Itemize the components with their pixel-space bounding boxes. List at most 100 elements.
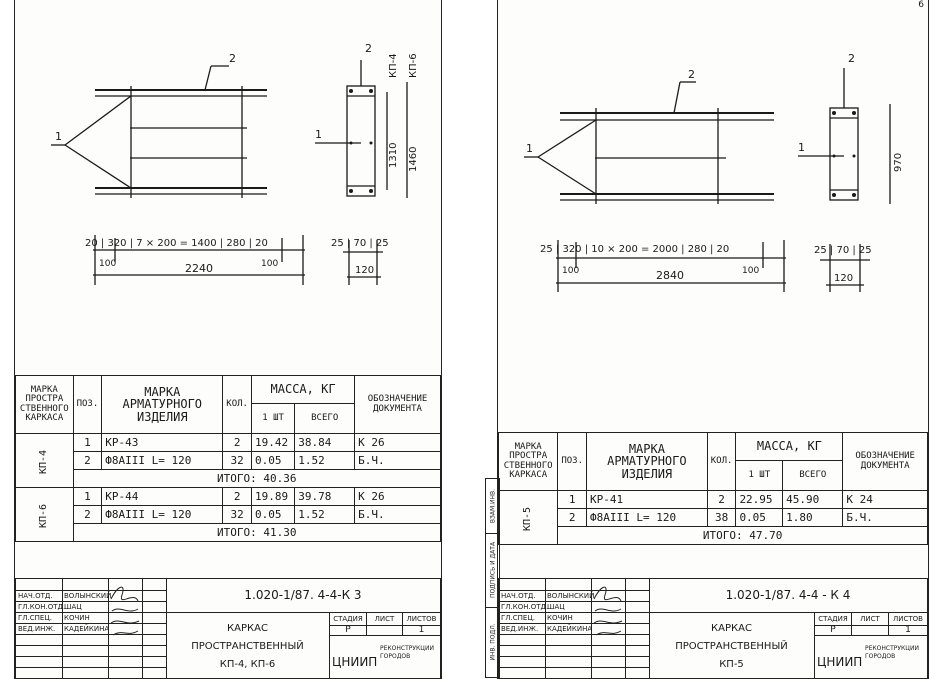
sheet-header: ЛИСТ bbox=[374, 615, 395, 623]
title-line-1: КАРКАС bbox=[227, 623, 268, 634]
title-block-left: НАЧ.ОТД. ВОЛЫНСКИЙ ГЛ.КОН.ОТД. ШАЦ ГЛ.СП… bbox=[15, 578, 441, 679]
dimension-total-label: 2240 bbox=[185, 262, 213, 275]
cell-item: Ф8АIII L= 120 bbox=[101, 451, 224, 470]
cell-document: К 24 bbox=[842, 490, 928, 509]
organization-name: ЦНИИП bbox=[817, 655, 863, 669]
signature-name: ШАЦ bbox=[64, 603, 82, 611]
header-document: ОБОЗНАЧЕНИЕ ДОКУМЕНТА bbox=[842, 432, 928, 491]
sheets-header: ЛИСТОВ bbox=[893, 615, 923, 623]
cell-quantity: 2 bbox=[222, 433, 252, 452]
group-name-cell: КП-4 bbox=[15, 433, 74, 488]
title-block-right: НАЧ.ОТД. ВОЛЫНСКИЙ ГЛ.КОН.ОТД. ШАЦ ГЛ.СП… bbox=[498, 578, 928, 679]
cell-mass-piece: 22.95 bbox=[735, 490, 784, 509]
signature-name: ВОЛЫНСКИЙ bbox=[547, 592, 595, 600]
signature-name: КАДЕЙКИНА bbox=[547, 625, 593, 633]
side-callout-2: 2 bbox=[848, 52, 855, 65]
group-total: ИТОГО: 40.36 bbox=[72, 469, 442, 488]
callout-2-label: 2 bbox=[688, 68, 695, 81]
cell-position: 2 bbox=[72, 451, 103, 470]
signature-name: КОЧИН bbox=[547, 614, 573, 622]
dimension-top-label: 25 | 320 | 10 × 200 = 2000 | 280 | 20 bbox=[540, 244, 729, 255]
dimension-100-left: 100 bbox=[99, 259, 116, 269]
cell-item: Ф8АIII L= 120 bbox=[101, 505, 224, 524]
group-name: КП-4 bbox=[38, 449, 50, 474]
header-frame-mark: МАРКА ПРОСТРА СТВЕННОГО КАРКАСА bbox=[497, 432, 559, 491]
stage-value: Р bbox=[830, 625, 836, 635]
stamp-field: ВЗАМ.ИНВ. bbox=[489, 488, 496, 524]
signature-role: НАЧ.ОТД. bbox=[501, 592, 536, 600]
signature-name: ШАЦ bbox=[547, 603, 565, 611]
cell-document: К 26 bbox=[354, 487, 441, 506]
cell-item: Ф8АIII L= 120 bbox=[586, 508, 708, 527]
sheets-header: ЛИСТОВ bbox=[406, 615, 437, 623]
document-code: 1.020-1/87. 4-4 - К 4 bbox=[725, 588, 851, 602]
side-dim-outer: 970 bbox=[893, 153, 904, 172]
frame-elevation-drawing-right: 2 1 25 | 320 | 10 × 200 = 2000 | 280 | 2… bbox=[524, 52, 904, 292]
callout-1-label: 1 bbox=[526, 142, 533, 155]
group-name: КП-5 bbox=[522, 506, 534, 531]
signature-role: ГЛ.КОН.ОТД. bbox=[501, 603, 549, 611]
cell-mass-piece: 19.42 bbox=[250, 433, 296, 452]
organization-subtitle: РЕКОНСТРУКЦИИ ГОРОДОВ bbox=[380, 645, 434, 660]
signature-role: ВЕД.ИНЖ. bbox=[18, 625, 56, 633]
cell-document: К 26 bbox=[354, 433, 441, 452]
header-mass: МАССА, КГ bbox=[250, 375, 356, 404]
cell-position: 1 bbox=[557, 490, 587, 509]
cell-mass-piece: 0.05 bbox=[250, 505, 296, 524]
cell-quantity: 32 bbox=[222, 451, 252, 470]
side-callout-2: 2 bbox=[365, 42, 372, 55]
header-mass: МАССА, КГ bbox=[735, 432, 844, 461]
title-line-3: КП-4, КП-6 bbox=[219, 659, 276, 670]
cell-document: Б.Ч. bbox=[354, 451, 441, 470]
header-document: ОБОЗНАЧЕНИЕ ДОКУМЕНТА bbox=[354, 375, 441, 434]
group-name: КП-6 bbox=[38, 503, 50, 528]
group-total: ИТОГО: 41.30 bbox=[72, 523, 442, 542]
side-dim-bottom: 25 | 70 | 25 bbox=[331, 238, 389, 249]
specification-table-right: МАРКА ПРОСТРА СТВЕННОГО КАРКАСА ПОЗ. МАР… bbox=[497, 432, 928, 545]
title-line-2: ПРОСТРАНСТВЕННЫЙ bbox=[675, 641, 788, 652]
cell-mass-total: 1.52 bbox=[294, 505, 356, 524]
callout-2-label: 2 bbox=[229, 52, 236, 65]
cell-quantity: 2 bbox=[706, 490, 737, 509]
cell-position: 1 bbox=[72, 433, 103, 452]
cell-quantity: 38 bbox=[706, 508, 737, 527]
header-item-mark: МАРКА АРМАТУРНОГО ИЗДЕЛИЯ bbox=[101, 375, 224, 434]
header-quantity: КОЛ. bbox=[706, 432, 737, 491]
side-label-kp4: КП-4 bbox=[388, 53, 399, 78]
specification-table-left: МАРКА ПРОСТРА СТВЕННОГО КАРКАСА ПОЗ. МАР… bbox=[15, 375, 442, 542]
header-position: ПОЗ. bbox=[557, 432, 587, 491]
dimension-100-right: 100 bbox=[261, 259, 278, 269]
sheet-value: 1 bbox=[418, 625, 425, 635]
side-dim-outer: 1460 bbox=[408, 147, 419, 172]
cell-position: 2 bbox=[557, 508, 587, 527]
group-total: ИТОГО: 47.70 bbox=[557, 526, 928, 545]
dimension-100-left: 100 bbox=[562, 266, 579, 276]
title-line-2: ПРОСТРАНСТВЕННЫЙ bbox=[191, 641, 304, 652]
signature-role: ГЛ.СПЕЦ. bbox=[18, 614, 52, 622]
stage-header: СТАДИЯ bbox=[333, 615, 363, 623]
cell-position: 2 bbox=[72, 505, 103, 524]
side-callout-1: 1 bbox=[798, 141, 805, 154]
dimension-top-label: 20 | 320 | 7 × 200 = 1400 | 280 | 20 bbox=[85, 238, 268, 249]
cell-mass-total: 38.84 bbox=[294, 433, 356, 452]
handwritten-signature-icon bbox=[110, 586, 140, 636]
stamp-field: ИНВ. ПОДЛ. bbox=[489, 623, 496, 661]
dimension-total-label: 2840 bbox=[656, 269, 684, 282]
cell-quantity: 32 bbox=[222, 505, 252, 524]
callout-1-label: 1 bbox=[55, 130, 62, 143]
side-label-kp6: КП-6 bbox=[408, 53, 419, 78]
header-quantity: КОЛ. bbox=[222, 375, 252, 434]
signature-name: КОЧИН bbox=[64, 614, 90, 622]
cell-mass-total: 39.78 bbox=[294, 487, 356, 506]
header-mass-per-piece: 1 ШТ bbox=[735, 460, 784, 491]
side-dim-inner: 1310 bbox=[388, 143, 399, 168]
cell-quantity: 2 bbox=[222, 487, 252, 506]
side-dim-total: 120 bbox=[834, 273, 853, 284]
signature-role: ГЛ.КОН.ОТД. bbox=[18, 603, 66, 611]
header-mass-total: ВСЕГО bbox=[294, 403, 356, 434]
handwritten-signature-icon bbox=[593, 586, 623, 636]
cell-item: КР-41 bbox=[586, 490, 708, 509]
header-mass-total: ВСЕГО bbox=[782, 460, 844, 491]
stage-header: СТАДИЯ bbox=[818, 615, 848, 623]
signature-role: ВЕД.ИНЖ. bbox=[501, 625, 539, 633]
